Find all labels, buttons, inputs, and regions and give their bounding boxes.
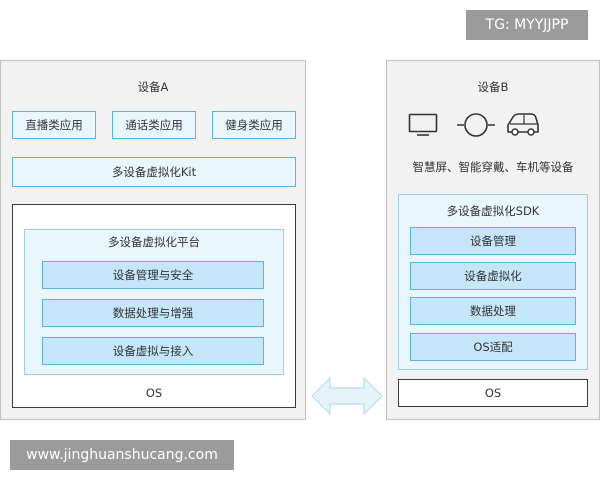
device-types-text: 智慧屏、智能穿戴、车机等设备 bbox=[412, 160, 574, 174]
monitor-icon bbox=[408, 113, 438, 136]
platform-item-data-processing: 数据处理与增强 bbox=[42, 299, 264, 327]
virtualization-kit: 多设备虚拟化Kit bbox=[12, 157, 296, 187]
app-live-streaming: 直播类应用 bbox=[12, 111, 96, 139]
sdk-item-device-virtualization: 设备虚拟化 bbox=[410, 262, 576, 290]
sdk-item-data-processing: 数据处理 bbox=[410, 297, 576, 325]
url-watermark: www.jinghuanshucang.com bbox=[10, 440, 234, 470]
sdk-title: 多设备虚拟化SDK bbox=[446, 204, 540, 218]
device-a-os-label: OS bbox=[145, 386, 163, 400]
sdk-item-os-adaptation: OS适配 bbox=[410, 333, 576, 361]
car-icon bbox=[507, 113, 539, 136]
platform-item-device-virtual-access: 设备虚拟与接入 bbox=[42, 337, 264, 365]
platform-item-device-mgmt-security: 设备管理与安全 bbox=[42, 261, 264, 289]
bidirectional-arrow-icon bbox=[311, 377, 383, 415]
platform-title: 多设备虚拟化平台 bbox=[108, 235, 200, 249]
sdk-item-device-mgmt: 设备管理 bbox=[410, 227, 576, 255]
device-b-os: OS bbox=[398, 379, 588, 407]
app-calling: 通话类应用 bbox=[112, 111, 196, 139]
app-fitness: 健身类应用 bbox=[212, 111, 296, 139]
device-b-title: 设备B bbox=[477, 80, 509, 94]
wearable-icon bbox=[457, 113, 495, 137]
tg-watermark: TG: MYYJJPP bbox=[466, 10, 588, 40]
device-a-title: 设备A bbox=[137, 80, 169, 94]
